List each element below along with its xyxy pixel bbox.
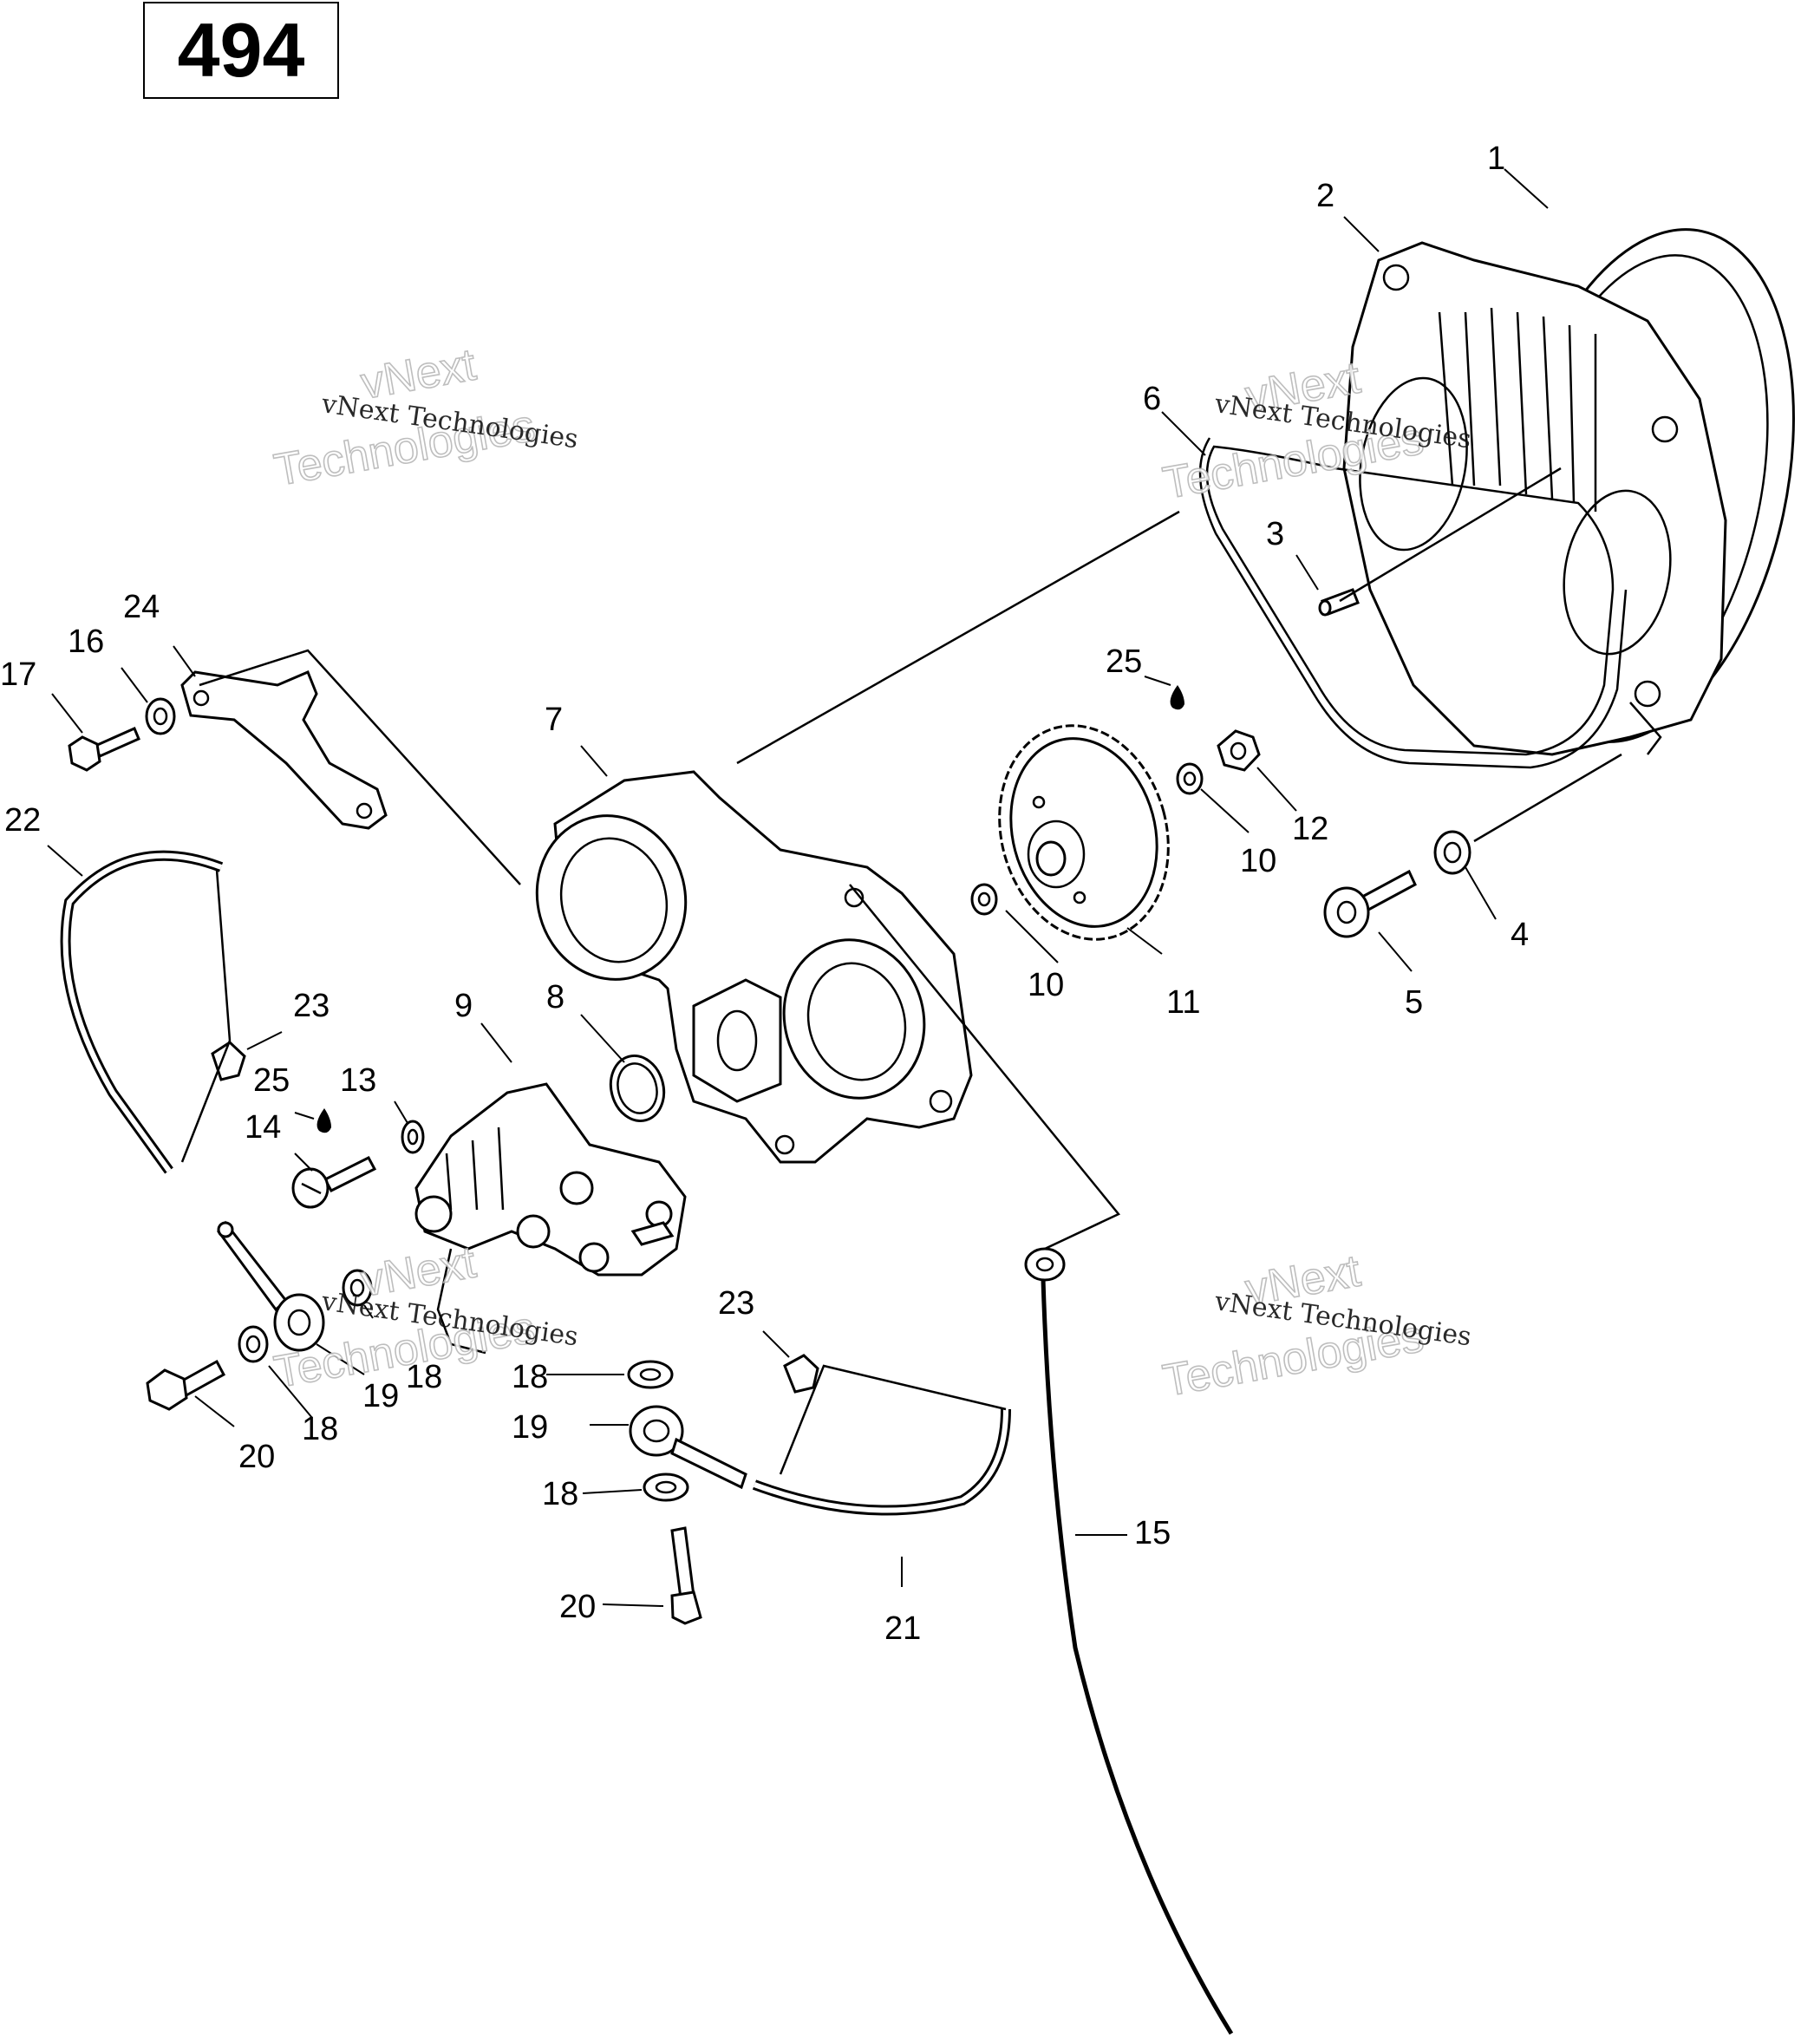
part-13-washer — [401, 1120, 425, 1154]
callout-10b: 10 — [1028, 967, 1064, 1003]
part-4-lock-washer — [1433, 830, 1471, 875]
callout-5: 5 — [1405, 984, 1423, 1021]
callout-22: 22 — [4, 802, 41, 839]
part-9-oil-pump — [414, 1082, 687, 1355]
callout-1: 1 — [1487, 140, 1505, 177]
part-25-grease-drop-b — [316, 1108, 331, 1133]
callout-17: 17 — [0, 656, 36, 693]
part-18-washer-a — [342, 1269, 373, 1307]
callout-12: 12 — [1292, 811, 1328, 847]
callout-18c: 18 — [302, 1411, 338, 1447]
part-6-o-ring — [1198, 437, 1628, 769]
part-7-valve-base — [535, 770, 973, 1164]
callout-3: 3 — [1266, 516, 1284, 552]
callout-4: 4 — [1511, 917, 1529, 953]
watermark-middle-right: vNext Technologies vNext Technologies — [1158, 1245, 1473, 1407]
callout-23b: 23 — [718, 1285, 754, 1322]
part-23-clamp-a — [211, 1041, 246, 1081]
part-20-banjo-bolt-a — [146, 1359, 226, 1411]
callout-13: 13 — [340, 1062, 376, 1099]
callout-24: 24 — [123, 589, 160, 625]
callout-leaders — [47, 168, 1549, 1607]
part-25-grease-drop-a — [1170, 685, 1184, 710]
page-number: 494 — [177, 7, 305, 93]
part-16-washer — [145, 697, 176, 735]
part-8-small-o-ring — [609, 1054, 666, 1123]
part-23-clamp-b — [783, 1354, 819, 1394]
callout-20a: 20 — [238, 1439, 275, 1475]
part-15-cable — [1024, 1247, 1234, 2035]
callout-19b: 19 — [512, 1409, 548, 1446]
assembly-lines — [180, 467, 1622, 1475]
callout-14: 14 — [245, 1109, 281, 1146]
callout-11: 11 — [1166, 984, 1200, 1021]
part-14-screw — [291, 1156, 377, 1209]
part-2-valve-cover — [1342, 241, 1727, 756]
callout-2: 2 — [1316, 178, 1334, 214]
callout-18b: 18 — [512, 1359, 548, 1395]
callout-19a: 19 — [362, 1378, 399, 1414]
callout-25b: 25 — [253, 1062, 290, 1099]
callout-labels: 1 2 3 4 5 6 7 8 9 10 10 11 12 13 14 15 1… — [0, 140, 1529, 1647]
part-5-socket-screw — [1323, 869, 1417, 938]
part-10-washer-b — [970, 883, 998, 916]
part-12-nut — [1217, 729, 1261, 772]
callout-8: 8 — [546, 979, 564, 1015]
callout-25a: 25 — [1106, 643, 1142, 680]
page-number-box: 494 — [143, 2, 339, 99]
part-22-hose — [60, 850, 224, 1174]
callout-18a: 18 — [406, 1359, 442, 1395]
callout-10a: 10 — [1240, 843, 1276, 879]
callout-9: 9 — [454, 988, 473, 1024]
part-11-gear — [998, 724, 1170, 941]
callout-6: 6 — [1143, 381, 1161, 417]
part-19-banjo-fitting-b — [629, 1405, 747, 1490]
part-19-banjo-fitting-a — [217, 1220, 325, 1352]
callout-20b: 20 — [559, 1589, 596, 1625]
part-18-washer-d — [643, 1473, 689, 1502]
callout-21: 21 — [884, 1610, 921, 1647]
part-20-banjo-bolt-b — [670, 1526, 702, 1625]
watermark-large-1: vNext — [357, 340, 480, 409]
part-21-hose — [752, 1408, 1011, 1516]
part-17-bolt — [68, 727, 140, 772]
watermark-top-left: vNext Technologies vNext Technologies — [270, 339, 580, 497]
part-24-bracket — [180, 670, 388, 830]
part-18-washer-b — [238, 1325, 269, 1363]
callout-15: 15 — [1134, 1515, 1171, 1551]
callout-23a: 23 — [293, 988, 330, 1024]
part-10-washer-a — [1176, 762, 1204, 795]
callout-18d: 18 — [542, 1476, 578, 1512]
callout-16: 16 — [68, 624, 104, 660]
part-18-washer-c — [627, 1360, 674, 1389]
callout-7: 7 — [545, 702, 563, 738]
